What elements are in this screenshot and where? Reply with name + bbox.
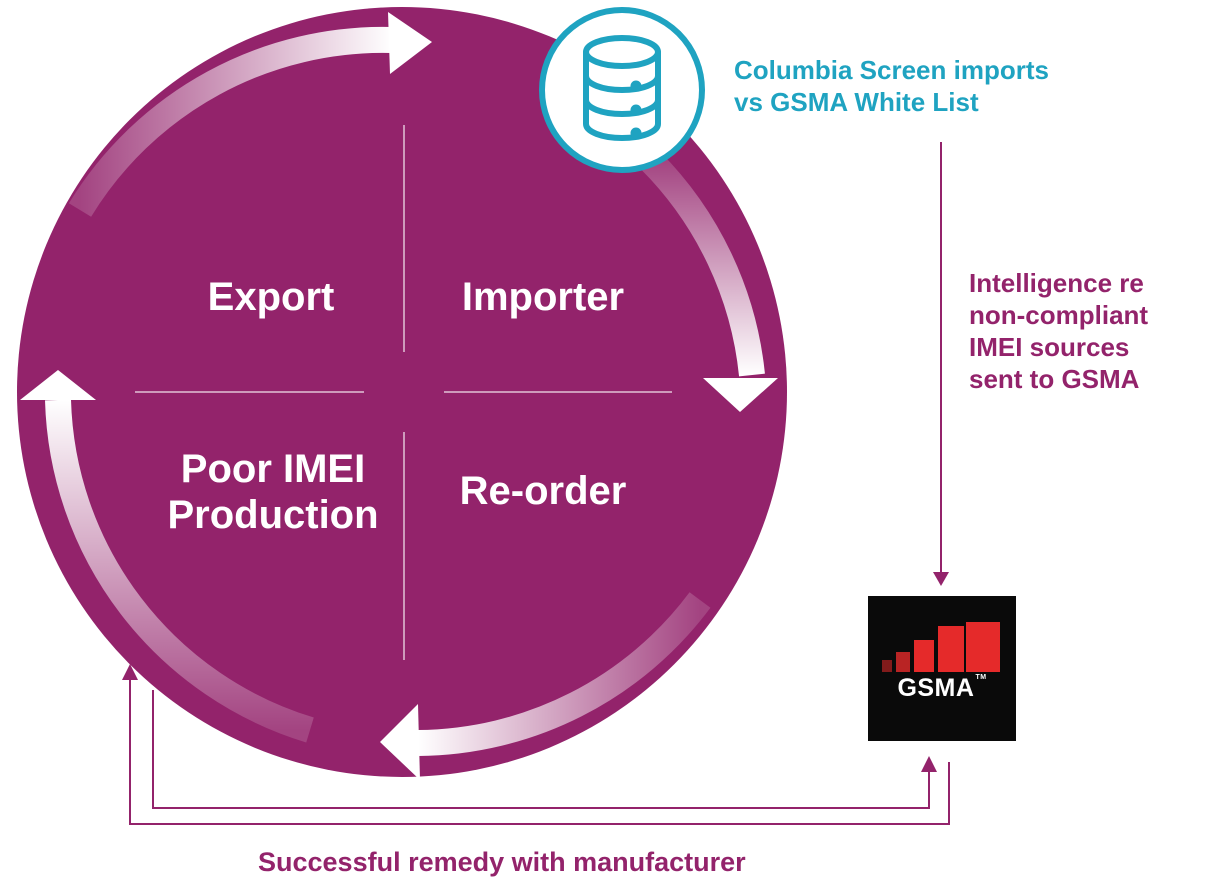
gsma-signal-bars-icon bbox=[882, 626, 964, 672]
label-importer: Importer bbox=[461, 275, 625, 319]
label-poor-imei-line2: Production bbox=[167, 493, 379, 537]
intelligence-arrow bbox=[933, 142, 949, 586]
cycle-circle bbox=[17, 7, 787, 777]
cycle-arrow-left bbox=[20, 370, 314, 743]
cycle-arrow-top bbox=[68, 12, 432, 217]
remedy-inner-loop bbox=[152, 690, 937, 809]
cycle-arrow-right bbox=[640, 150, 778, 412]
intelligence-note-line4: sent to GSMA bbox=[969, 364, 1140, 394]
intelligence-note-line2: non-compliant bbox=[969, 300, 1149, 330]
label-reorder: Re-order bbox=[459, 469, 627, 513]
database-caption-line1: Columbia Screen imports bbox=[734, 55, 1049, 85]
label-poor-imei-line1: Poor IMEI bbox=[180, 447, 366, 491]
remedy-caption: Successful remedy with manufacturer bbox=[258, 847, 746, 877]
database-caption-line2: vs GSMA White List bbox=[734, 87, 979, 117]
gsma-wordmark-text: GSMA bbox=[897, 674, 975, 702]
cycle-arrow-bottom bbox=[380, 592, 711, 780]
remedy-outer-loop bbox=[122, 664, 950, 825]
database-badge bbox=[539, 7, 705, 173]
gsma-tall-bar-icon bbox=[966, 622, 1000, 672]
gsma-trademark: TM bbox=[975, 674, 987, 681]
intelligence-note-line1: Intelligence re bbox=[969, 268, 1144, 298]
database-caption: Columbia Screen imports vs GSMA White Li… bbox=[734, 54, 1049, 118]
gsma-logo: GSMATM bbox=[868, 596, 1016, 741]
intelligence-note: Intelligence re non-compliant IMEI sourc… bbox=[969, 267, 1148, 395]
intelligence-note-line3: IMEI sources bbox=[969, 332, 1130, 362]
label-poor-imei-production: Poor IMEI Production bbox=[158, 446, 388, 538]
gsma-wordmark: GSMATM bbox=[868, 674, 1016, 703]
label-export: Export bbox=[207, 275, 335, 319]
database-icon bbox=[583, 35, 661, 141]
